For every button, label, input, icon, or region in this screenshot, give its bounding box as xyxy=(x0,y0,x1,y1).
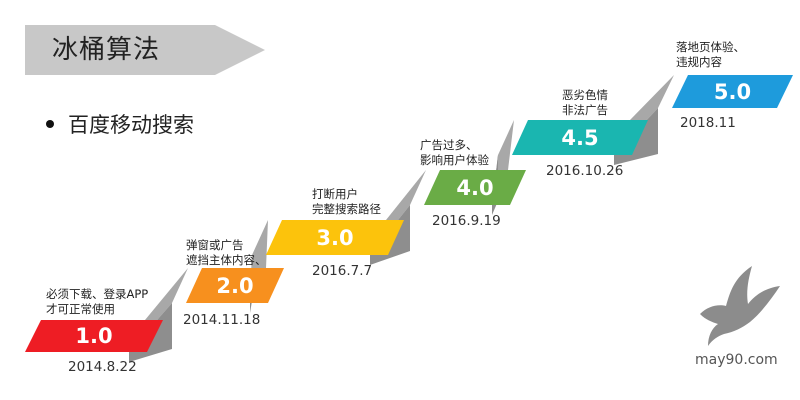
step-label: 广告过多、影响用户体验 xyxy=(420,138,489,168)
step-label-line: 非法广告 xyxy=(562,103,608,117)
title-banner xyxy=(25,25,265,75)
step-date: 2018.11 xyxy=(680,115,736,131)
step-label-line: 才可正常使用 xyxy=(46,302,115,316)
page-title: 冰桶算法 xyxy=(52,35,161,65)
step-5.0-block xyxy=(672,75,793,108)
step-version: 5.0 xyxy=(713,79,752,104)
step-4.0-block xyxy=(424,170,526,205)
step-label-line: 打断用户 xyxy=(312,187,358,201)
step-label-line: 弹窗或广告 xyxy=(186,238,244,252)
step-version: 4.0 xyxy=(456,175,494,200)
step-label-line: 完整搜索路径 xyxy=(312,202,381,216)
step-version: 1.0 xyxy=(75,324,113,348)
step-label: 弹窗或广告遮挡主体内容、 xyxy=(186,238,267,268)
subtitle-text: 百度移动搜索 xyxy=(68,113,194,137)
step-label-line: 影响用户体验 xyxy=(420,153,489,167)
step-version: 3.0 xyxy=(316,225,354,250)
subtitle: 百度移动搜索 xyxy=(46,110,194,140)
step-2.0-block xyxy=(186,268,284,303)
step-version: 4.5 xyxy=(561,125,599,150)
step-date: 2016.10.26 xyxy=(546,163,624,179)
step-1.0-block xyxy=(25,320,163,352)
step-date: 2014.8.22 xyxy=(68,359,137,375)
step-date: 2016.9.19 xyxy=(432,213,501,229)
step-label-line: 落地页体验、 xyxy=(676,40,745,54)
step-version: 2.0 xyxy=(216,273,254,298)
step-4.5-block xyxy=(512,120,648,155)
step-label-line: 广告过多、 xyxy=(420,138,478,152)
step-label: 落地页体验、违规内容 xyxy=(676,40,745,70)
bullet-dot xyxy=(46,120,54,128)
step-label-line: 必须下载、登录APP xyxy=(46,287,149,301)
bird-icon xyxy=(700,266,780,346)
step-label: 恶劣色情非法广告 xyxy=(562,88,608,118)
step-date: 2014.11.18 xyxy=(183,312,261,328)
step-label: 打断用户完整搜索路径 xyxy=(312,187,381,217)
site-url: may90.com xyxy=(695,352,778,368)
step-label-line: 恶劣色情 xyxy=(562,88,608,102)
step-label-line: 违规内容 xyxy=(676,55,722,69)
step-label-line: 遮挡主体内容、 xyxy=(186,253,267,267)
step-3.0-block xyxy=(266,220,404,255)
step-date: 2016.7.7 xyxy=(312,263,373,279)
